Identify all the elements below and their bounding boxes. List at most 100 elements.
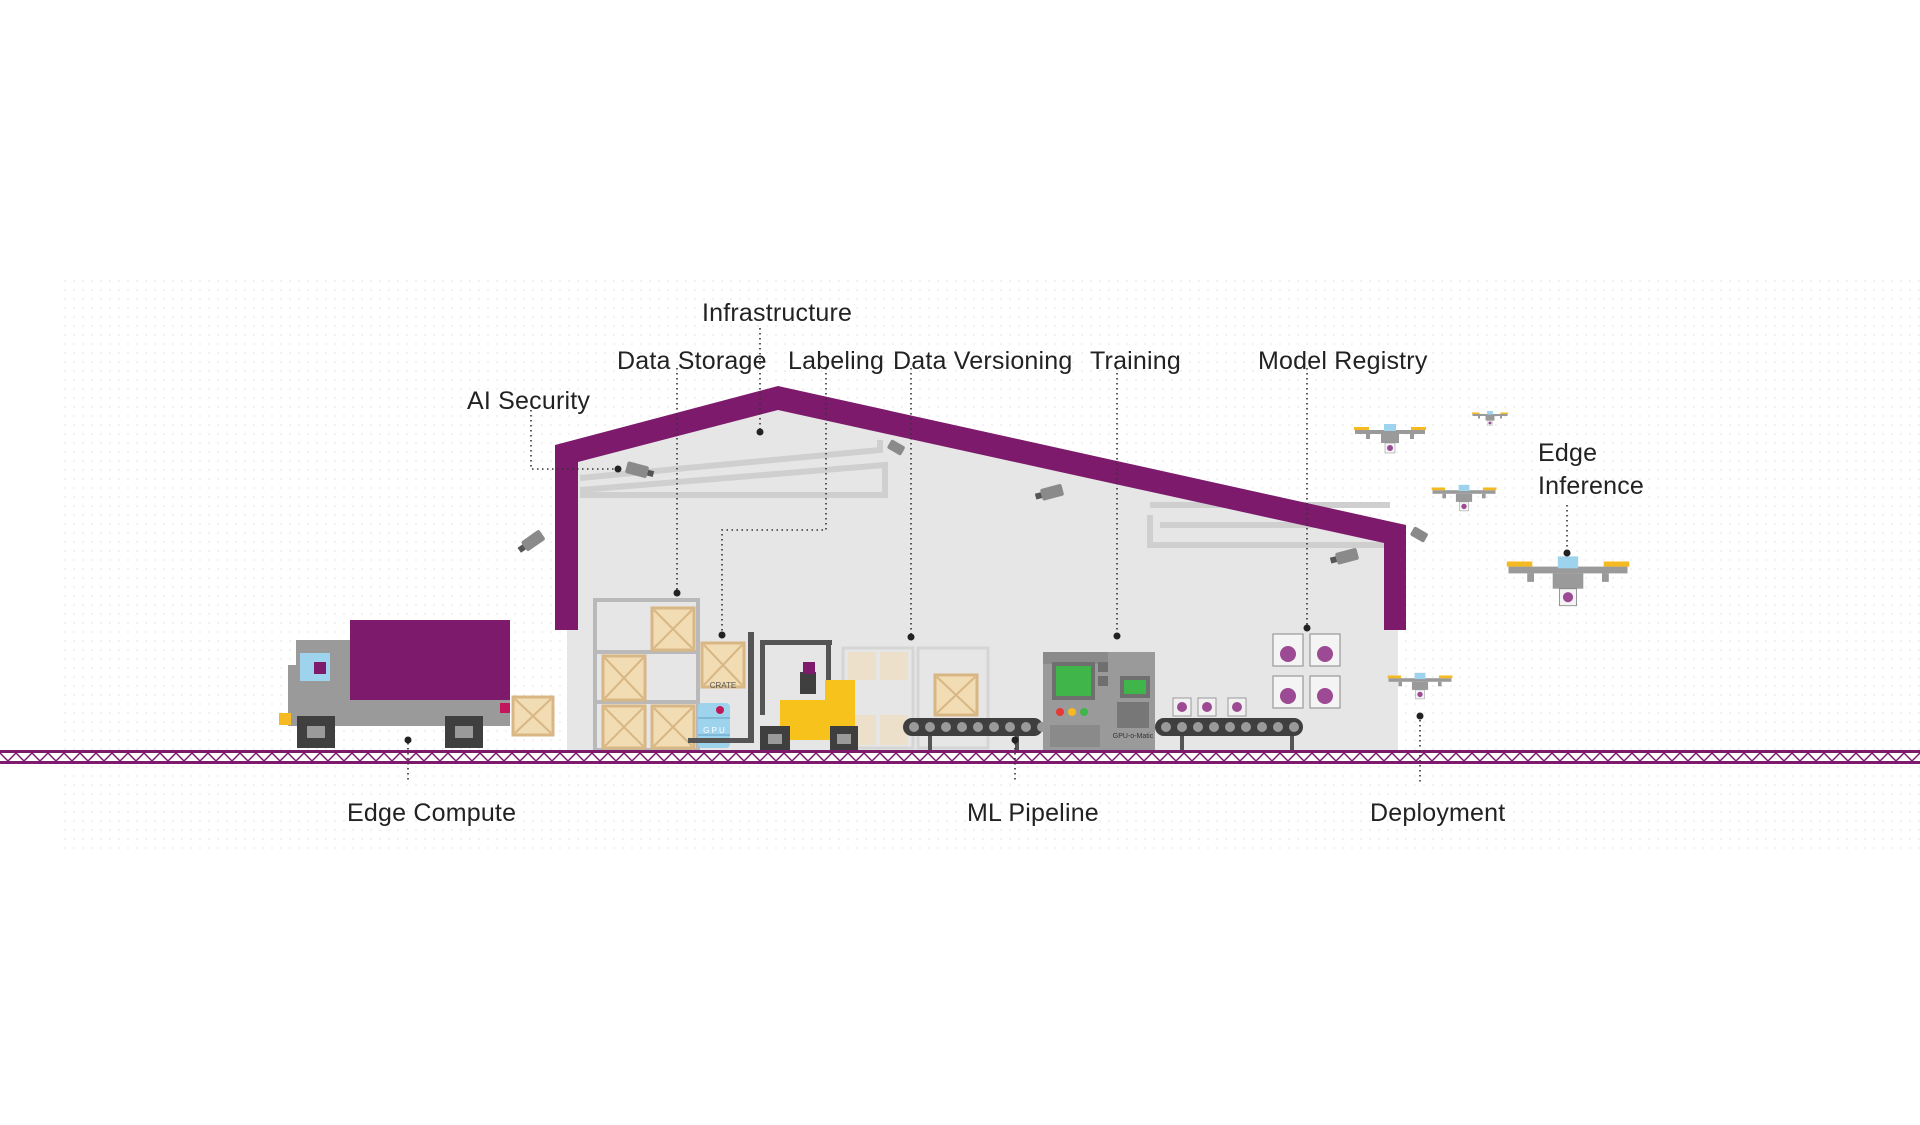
truss-segment bbox=[1143, 752, 1153, 762]
truss-segment bbox=[1823, 752, 1833, 762]
truss-segment bbox=[991, 752, 1001, 762]
truss-segment bbox=[31, 752, 41, 762]
gpu-barrel-icon bbox=[698, 703, 730, 748]
truss-segment bbox=[911, 752, 921, 762]
truss-segment bbox=[847, 752, 857, 762]
label-ml-pipeline: ML Pipeline bbox=[967, 799, 1099, 827]
label-edge-inference-line1: Edge bbox=[1538, 439, 1598, 467]
truss-segment bbox=[191, 752, 201, 762]
truss-segment bbox=[455, 752, 465, 762]
warehouse-roof bbox=[555, 386, 1406, 630]
truss-segment bbox=[567, 752, 577, 762]
truss-segment bbox=[303, 752, 313, 762]
truss-segment bbox=[1255, 752, 1265, 762]
truss-segment bbox=[151, 752, 161, 762]
truss-segment bbox=[1079, 752, 1089, 762]
crate-label: CRATE bbox=[710, 681, 737, 690]
conveyor-rollers bbox=[909, 722, 1299, 732]
truss-segment bbox=[447, 752, 457, 762]
truss-segment bbox=[247, 752, 257, 762]
truss-segment bbox=[15, 752, 25, 762]
truss-segment bbox=[1503, 752, 1513, 762]
truss-segment bbox=[871, 752, 881, 762]
truss-segment bbox=[63, 752, 73, 762]
truss-segment bbox=[1847, 752, 1857, 762]
truss-segment bbox=[1639, 752, 1649, 762]
truss-segment bbox=[711, 752, 721, 762]
truss-segment bbox=[575, 752, 585, 762]
truss-segment bbox=[1159, 752, 1169, 762]
truss-segment bbox=[1911, 752, 1920, 762]
truss-segment bbox=[439, 752, 449, 762]
truss-segment bbox=[775, 752, 785, 762]
truss-segment bbox=[7, 752, 17, 762]
truss-segment bbox=[983, 752, 993, 762]
truss-segment bbox=[631, 752, 641, 762]
truss-segment bbox=[1343, 752, 1353, 762]
truss-segment bbox=[815, 752, 825, 762]
truss-segment bbox=[367, 752, 377, 762]
truss-segment bbox=[1759, 752, 1769, 762]
truss-segment bbox=[823, 752, 833, 762]
truss-segment bbox=[295, 752, 305, 762]
truss-segment bbox=[1663, 752, 1673, 762]
truss-segment bbox=[1303, 752, 1313, 762]
conveyor-roller bbox=[1273, 722, 1283, 732]
truss-segment bbox=[375, 752, 385, 762]
truss-segment bbox=[599, 752, 609, 762]
truss-segment bbox=[287, 752, 297, 762]
truss-segment bbox=[23, 752, 33, 762]
truss-segment bbox=[1239, 752, 1249, 762]
truss-segment bbox=[1063, 752, 1073, 762]
truss-segment bbox=[687, 752, 697, 762]
truss-segment bbox=[895, 752, 905, 762]
truss-segment bbox=[1903, 752, 1913, 762]
truss-segment bbox=[879, 752, 889, 762]
truss-segment bbox=[311, 752, 321, 762]
truss-segment bbox=[671, 752, 681, 762]
truss-segment bbox=[279, 752, 289, 762]
truss-segment bbox=[391, 752, 401, 762]
truss-segment bbox=[1783, 752, 1793, 762]
truss-segment bbox=[1839, 752, 1849, 762]
truss-segment bbox=[799, 752, 809, 762]
truss-segment bbox=[167, 752, 177, 762]
drone-icon bbox=[1354, 411, 1630, 700]
truss-segment bbox=[423, 752, 433, 762]
truss-segment bbox=[1479, 752, 1489, 762]
truss-segment bbox=[1023, 752, 1033, 762]
truss-segment bbox=[327, 752, 337, 762]
truss-segment bbox=[39, 752, 49, 762]
truss-segment bbox=[1383, 752, 1393, 762]
truss-segment bbox=[503, 752, 513, 762]
ground-rail-truss bbox=[0, 752, 1920, 762]
truss-segment bbox=[79, 752, 89, 762]
conveyor-roller bbox=[1289, 722, 1299, 732]
truss-segment bbox=[551, 752, 561, 762]
truss-segment bbox=[215, 752, 225, 762]
label-edge-compute: Edge Compute bbox=[347, 799, 517, 827]
truss-segment bbox=[431, 752, 441, 762]
truss-segment bbox=[71, 752, 81, 762]
conveyor-roller bbox=[1241, 722, 1251, 732]
truss-segment bbox=[1271, 752, 1281, 762]
truss-segment bbox=[1015, 752, 1025, 762]
truss-segment bbox=[751, 752, 761, 762]
truss-segment bbox=[479, 752, 489, 762]
truss-segment bbox=[1087, 752, 1097, 762]
truss-segment bbox=[1447, 752, 1457, 762]
label-data-versioning: Data Versioning bbox=[893, 347, 1073, 375]
truss-segment bbox=[1815, 752, 1825, 762]
truss-segment bbox=[1039, 752, 1049, 762]
truss-segment bbox=[679, 752, 689, 762]
truck-icon bbox=[279, 620, 510, 748]
truss-segment bbox=[1559, 752, 1569, 762]
truss-segment bbox=[1207, 752, 1217, 762]
drone bbox=[1354, 424, 1426, 454]
truss-segment bbox=[1247, 752, 1257, 762]
truss-segment bbox=[1279, 752, 1289, 762]
truss-segment bbox=[1775, 752, 1785, 762]
truss-segment bbox=[1055, 752, 1065, 762]
truss-segment bbox=[87, 752, 97, 762]
truss-segment bbox=[1423, 752, 1433, 762]
